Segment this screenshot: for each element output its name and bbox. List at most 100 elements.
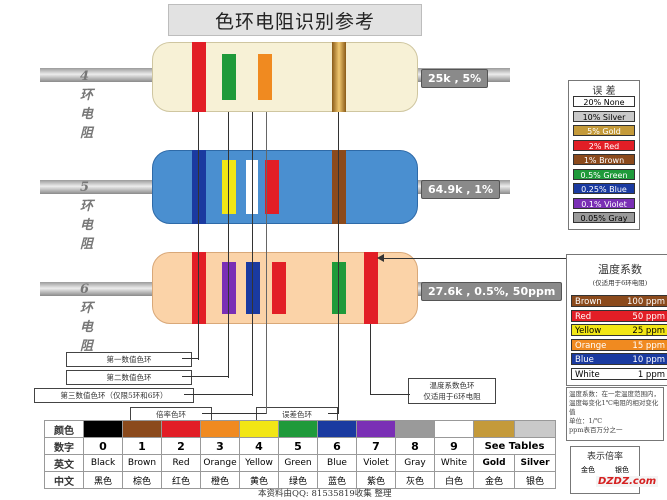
english-cell: Green [278, 454, 318, 472]
table-row-label: 中文 [44, 471, 84, 489]
english-cell: Brown [122, 454, 162, 472]
tolerance-title: 误 差 [592, 86, 616, 97]
tolerance-row: 5% Gold [573, 125, 635, 136]
digit-cell: 3 [200, 437, 240, 455]
band-1 [192, 42, 206, 112]
tolerance-row: 2% Red [573, 139, 635, 151]
chinese-cell: 白色 [434, 471, 474, 489]
color-swatch [395, 420, 435, 438]
band-5 [332, 262, 346, 314]
temp-coef-color: Brown [575, 297, 602, 307]
color-swatch [122, 420, 162, 438]
legend-label-gold: 金色 [581, 466, 595, 474]
chinese-cell: 红色 [161, 471, 201, 489]
color-swatch [161, 420, 201, 438]
english-cell: Red [161, 454, 201, 472]
temp-coef-value: 10 ppm [632, 355, 665, 365]
leader-1-h [182, 358, 198, 359]
tolerance-row: 20% None [573, 96, 635, 107]
tolerance-row: 0.1% Violet [573, 197, 635, 209]
digit-cell: 0 [83, 437, 123, 455]
leader-3-h [184, 394, 252, 395]
chinese-cell: 紫色 [356, 471, 396, 489]
note-line-1: 温度系数：在一定温度范围内，温度每变化1℃电阻的相对变化值 [569, 390, 660, 416]
chinese-cell: 黄色 [239, 471, 279, 489]
band-5 [332, 150, 346, 224]
band-2 [222, 262, 236, 314]
chinese-cell: 绿色 [278, 471, 318, 489]
digit-cell: 1 [122, 437, 162, 455]
color-swatch [239, 420, 279, 438]
leader-band1-v [198, 112, 199, 360]
band-2 [222, 160, 236, 214]
tolerance-row: 10% Silver [573, 110, 635, 122]
temp-coef-color: Orange [575, 340, 607, 351]
chinese-cell: 银色 [514, 471, 556, 489]
digit-cell: 9 [434, 437, 474, 455]
english-cell: Black [83, 454, 123, 472]
callout-second-digit: 第二数值色环 [66, 370, 192, 385]
english-cell: Gray [395, 454, 435, 472]
english-cell: Silver [514, 454, 556, 472]
table-row-label: 英文 [44, 454, 84, 472]
leader-mult-h [202, 413, 266, 414]
color-swatch [473, 420, 515, 438]
legend-label-silver: 银色 [615, 466, 629, 474]
english-cell: Blue [317, 454, 357, 472]
chinese-cell: 橙色 [200, 471, 240, 489]
digit-cell: 8 [395, 437, 435, 455]
band-4 [265, 160, 279, 214]
resistor-label: 6环电阻 [80, 282, 94, 354]
table-row-label: 颜色 [44, 420, 84, 438]
multiplier-legend-items: 金色 银色 [571, 465, 639, 475]
band-1 [192, 252, 206, 324]
leader-tol-v [338, 112, 339, 414]
note-line-3: ppm表百万分之一 [569, 426, 623, 434]
chinese-cell: 黑色 [83, 471, 123, 489]
temp-coef-arrow-line [382, 258, 568, 259]
color-swatch [278, 420, 318, 438]
english-cell: Orange [200, 454, 240, 472]
resistor-value: 27.6k , 0.5%, 50ppm [421, 282, 563, 301]
temp-coef-subtitle: (仅适用于6环电阻) [592, 279, 648, 287]
resistor-label: 5环电阻 [80, 180, 94, 252]
digit-cell: 7 [356, 437, 396, 455]
leader-2-h [182, 376, 228, 377]
band-3 [258, 54, 272, 100]
color-swatch [356, 420, 396, 438]
band-2 [222, 54, 236, 100]
english-cell: Gold [473, 454, 515, 472]
table-row-label: 数字 [44, 437, 84, 455]
color-swatch [200, 420, 240, 438]
arrow-head-icon [377, 254, 384, 262]
footer-credit: 本资料由QQ: 81535819收集 整理 [258, 489, 392, 499]
tolerance-row: 0.05% Gray [573, 212, 635, 223]
band-1 [192, 150, 206, 224]
leader-band2-v [228, 112, 229, 378]
chinese-cell: 蓝色 [317, 471, 357, 489]
digit-cell: 6 [317, 437, 357, 455]
temp-coef-color: Blue [575, 355, 594, 365]
see-tables-cell: See Tables [473, 437, 556, 455]
temp-coef-color: Yellow [575, 326, 602, 336]
digit-cell: 5 [278, 437, 318, 455]
chinese-cell: 棕色 [122, 471, 162, 489]
band-4 [332, 42, 346, 112]
page-title: 色环电阻识别参考 [168, 4, 422, 36]
color-swatch [434, 420, 474, 438]
temp-coef-color: Red [575, 311, 592, 322]
chinese-cell: 金色 [473, 471, 515, 489]
digit-cell: 4 [239, 437, 279, 455]
callout-temp-coef-line1: 温度系数色环 [429, 381, 475, 390]
resistor-label: 4环电阻 [80, 69, 94, 141]
